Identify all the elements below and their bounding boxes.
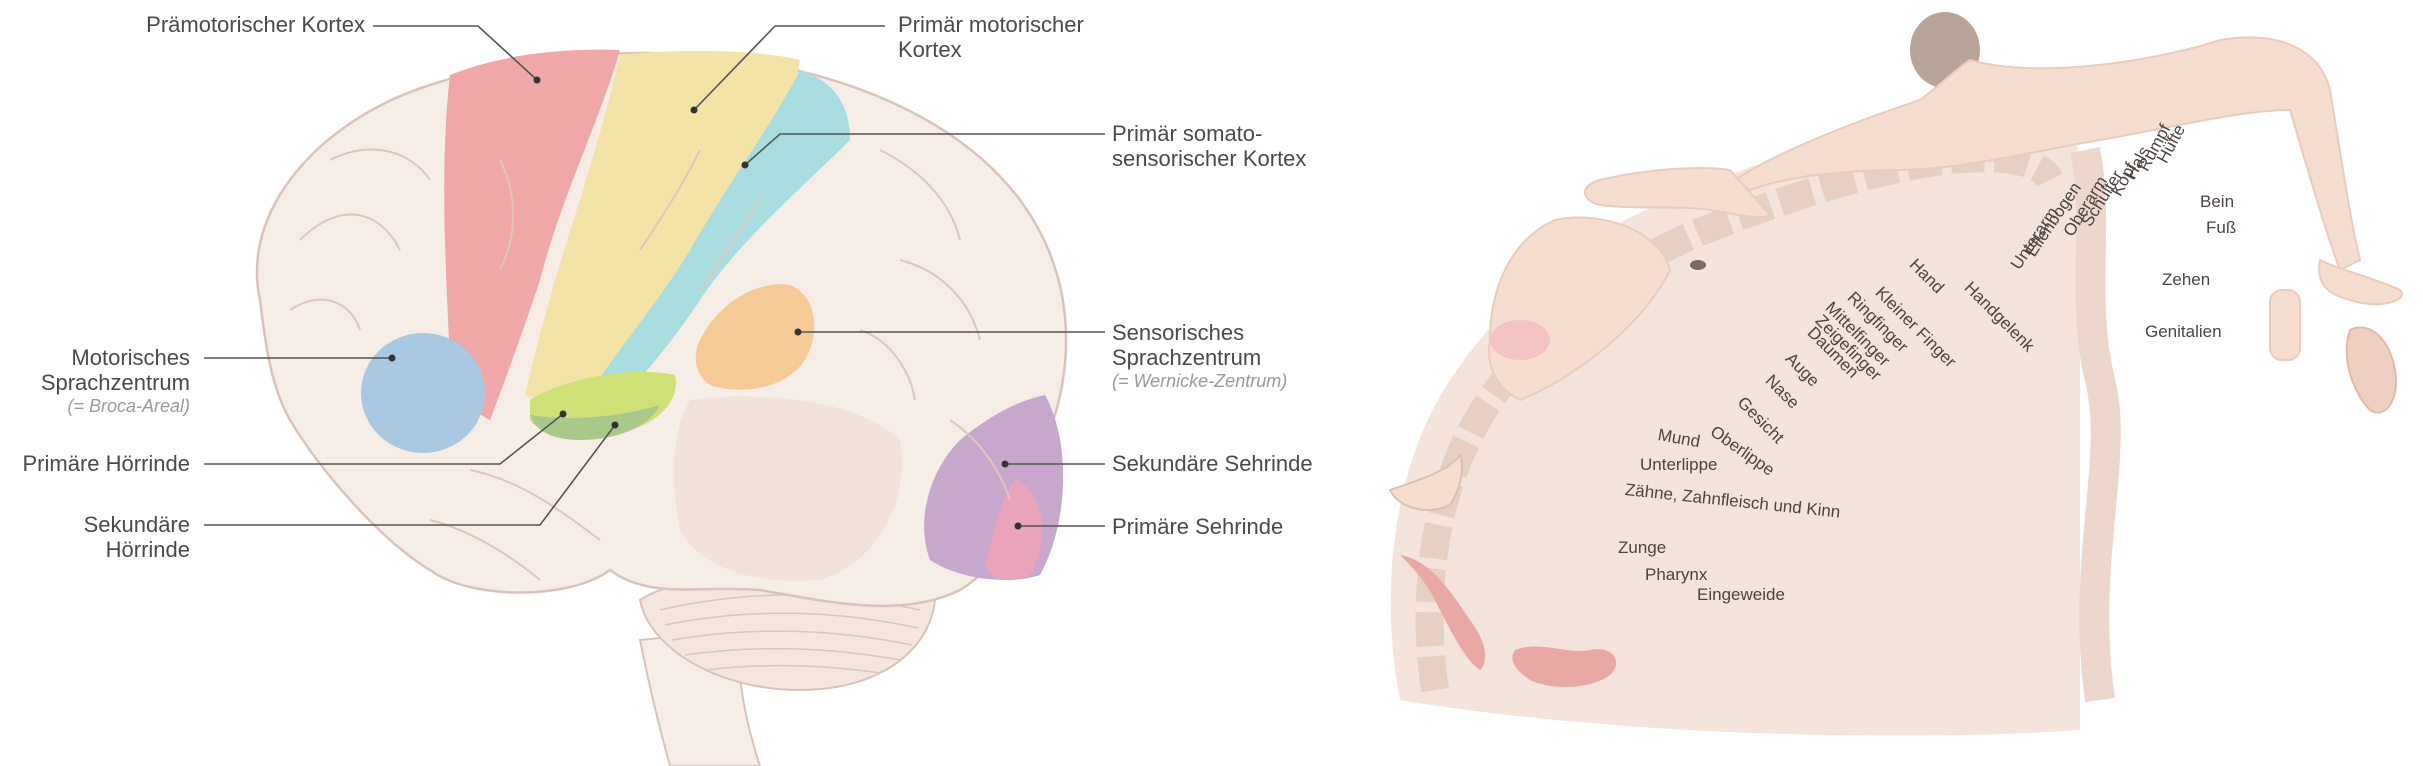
homunculus-illustration xyxy=(1388,12,2403,736)
gyri-lines xyxy=(289,148,1011,581)
label-somatosensory: Primär somato- sensorischer Kortex xyxy=(1112,121,1306,171)
brain-diagram: Prämotorischer Kortex Primär motorischer… xyxy=(0,12,1313,766)
label-motor-speech: Motorisches Sprachzentrum (= Broca-Areal… xyxy=(0,345,190,417)
homunculus-intestine xyxy=(1512,646,1617,687)
cortex-band-medial xyxy=(2070,146,2121,703)
leader-somatosensory xyxy=(744,133,1105,166)
label-pharynx: Pharynx xyxy=(1645,565,1708,584)
somatosensory-area xyxy=(595,70,850,400)
label-primary-motor-line1: Primär motorischer xyxy=(898,12,1084,37)
label-primary-motor: Primär motorischer Kortex xyxy=(898,12,1084,62)
label-bein: Bein xyxy=(2200,192,2235,211)
leader-dots xyxy=(388,76,1022,530)
leader-lines xyxy=(204,25,1105,527)
broca-area xyxy=(361,333,485,453)
label-eingeweide: Eingeweide xyxy=(1697,585,1785,604)
label-zunge: Zunge xyxy=(1618,538,1667,557)
leader-primary-auditory xyxy=(204,413,564,465)
homunculus-body xyxy=(1733,36,2362,272)
homunculus-toes xyxy=(2269,289,2301,361)
primary-auditory-area xyxy=(530,405,660,440)
label-motor-speech-line1: Motorisches xyxy=(71,345,190,370)
leader-premotor xyxy=(373,25,538,81)
label-sensory-speech-note: (= Wernicke-Zentrum) xyxy=(1112,371,1288,391)
label-primary-visual: Primäre Sehrinde xyxy=(1112,514,1284,539)
homunculus-hand xyxy=(1584,167,1772,219)
label-zehen: Zehen xyxy=(2162,270,2211,289)
label-motor-speech-line2: Sprachzentrum xyxy=(40,370,190,395)
label-somatosensory-line1: Primär somato- xyxy=(1112,121,1263,146)
wernicke-area xyxy=(695,284,815,390)
label-secondary-auditory-line1: Sekundäre xyxy=(83,512,190,537)
label-primary-auditory: Primäre Hörrinde xyxy=(22,451,191,476)
label-sensory-speech: Sensorisches Sprachzentrum (= Wernicke-Z… xyxy=(1112,320,1287,392)
label-fuss: Fuß xyxy=(2206,218,2237,237)
homunculus-tongue xyxy=(1400,555,1486,670)
homunculus-lips xyxy=(1490,320,1550,360)
label-sensory-speech-line2: Sprachzentrum xyxy=(1112,345,1262,370)
label-unterlippe: Unterlippe xyxy=(1640,455,1718,474)
leader-primary-motor xyxy=(693,25,885,111)
homunculus-genitals xyxy=(2345,326,2397,414)
primary-visual-area xyxy=(985,480,1042,581)
primary-motor-area xyxy=(525,50,800,400)
label-secondary-auditory-line2: Hörrinde xyxy=(105,537,190,562)
label-secondary-visual: Sekundäre Sehrinde xyxy=(1112,451,1313,476)
label-motor-speech-note: (= Broca-Areal) xyxy=(67,396,190,416)
label-genitalien: Genitalien xyxy=(2145,322,2222,341)
homunculus-foot xyxy=(2318,258,2403,306)
label-premotor: Prämotorischer Kortex xyxy=(146,12,365,37)
premotor-area xyxy=(444,49,620,420)
label-secondary-auditory: Sekundäre Hörrinde xyxy=(0,512,190,562)
label-somatosensory-line2: sensorischer Kortex xyxy=(1112,146,1307,171)
brain-illustration xyxy=(204,25,1105,766)
homunculus-diagram: Hüfte Rumpf Hals Kopf Schulter Oberarm E… xyxy=(1340,0,2423,766)
homunculus-jaw xyxy=(1388,452,1463,511)
label-primary-motor-line2: Kortex xyxy=(898,37,962,62)
label-sensory-speech-line1: Sensorisches xyxy=(1112,320,1245,345)
homunculus-eye xyxy=(1690,260,1706,270)
temporal-hatch xyxy=(674,396,902,581)
leader-secondary-auditory xyxy=(204,424,616,526)
